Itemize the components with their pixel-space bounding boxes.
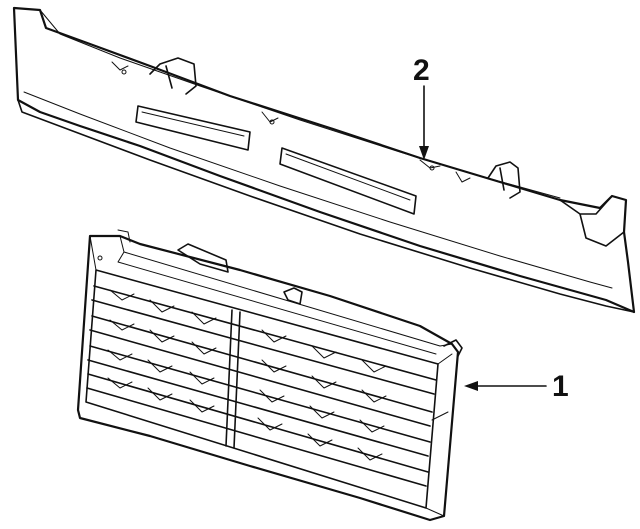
header-panel-bracket-right bbox=[487, 161, 521, 199]
callout-2: 2 bbox=[413, 54, 430, 160]
grille-frame-outer bbox=[76, 234, 460, 522]
grille-louver-4 bbox=[86, 373, 429, 487]
grille-louver-2 bbox=[89, 315, 433, 427]
callout-arrowhead-2 bbox=[419, 146, 429, 160]
grille-clip-top-left bbox=[177, 243, 229, 273]
header-panel-slot-right bbox=[279, 147, 417, 215]
header-panel-bracket-left bbox=[149, 57, 197, 95]
callout-1: 1 bbox=[464, 370, 569, 403]
grille-louver-3 bbox=[87, 345, 431, 457]
grille-part-1 bbox=[76, 229, 463, 522]
header-panel-lower-face bbox=[17, 99, 635, 313]
header-panel-top-edge bbox=[39, 9, 561, 199]
grille-louver-1 bbox=[91, 285, 437, 395]
grille-center-divider bbox=[225, 309, 241, 449]
header-panel-outline bbox=[12, 6, 636, 314]
callout-label-1: 1 bbox=[552, 370, 569, 403]
header-panel-slot-left bbox=[135, 105, 251, 151]
callout-label-2: 2 bbox=[413, 54, 430, 87]
header-panel-lower-edge bbox=[23, 91, 613, 289]
callout-arrowhead-1 bbox=[464, 381, 478, 391]
header-panel-part-2 bbox=[12, 6, 636, 314]
grille-louver-chevrons bbox=[107, 289, 387, 461]
header-panel-right-end bbox=[559, 195, 625, 247]
grille-clip-top-right bbox=[283, 287, 303, 305]
grille-clip-right bbox=[443, 339, 463, 357]
